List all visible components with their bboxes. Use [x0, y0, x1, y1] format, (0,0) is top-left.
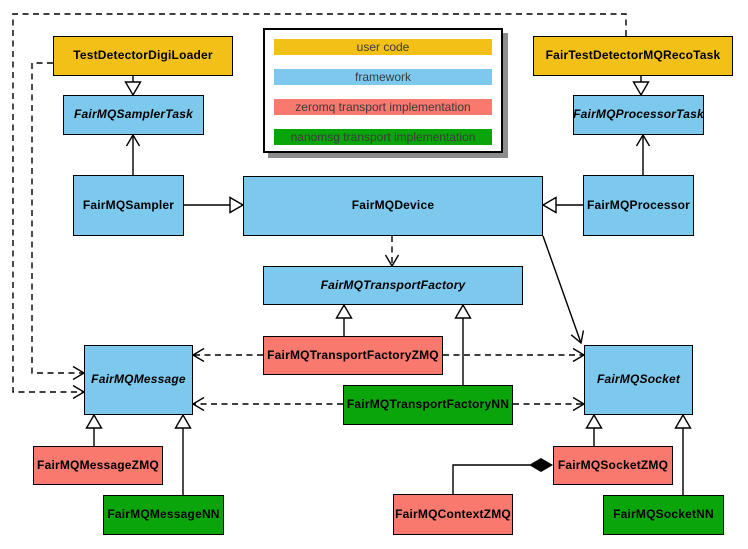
legend: user code framework zeromq transport imp…: [263, 28, 503, 153]
node-fairmqtransportfactory: FairMQTransportFactory: [263, 266, 523, 305]
node-fairmqmessagenn: FairMQMessageNN: [103, 495, 224, 535]
legend-label-zeromq: zeromq transport implementation: [295, 100, 471, 114]
node-fairmqsocket: FairMQSocket: [584, 345, 693, 415]
legend-item-framework: framework: [274, 69, 492, 85]
edge-recotask-message-dep: [12, 13, 627, 400]
node-fairmqtransportfactorynn: FairMQTransportFactoryNN: [343, 385, 513, 425]
legend-item-nanomsg: nanomsg transport implementation: [274, 129, 492, 145]
node-fairmqtransportfactoryzmq: FairMQTransportFactoryZMQ: [263, 336, 443, 375]
legend-item-zeromq: zeromq transport implementation: [274, 99, 492, 115]
node-fairmqmessagezmq: FairMQMessageZMQ: [33, 446, 163, 485]
node-fairmqprocessor: FairMQProcessor: [583, 175, 694, 236]
edge-contextzmq-socketzmq-composition: [452, 464, 530, 494]
node-fairmqprocessortask: FairMQProcessorTask: [573, 95, 704, 135]
legend-item-user-code: user code: [274, 39, 492, 55]
node-fairmqcontextzmq: FairMQContextZMQ: [393, 494, 513, 535]
node-fairmqsamplertask: FairMQSamplerTask: [63, 95, 204, 135]
node-fairtestdetectormqrecotask: FairTestDetectorMQRecoTask: [533, 36, 733, 76]
legend-label-framework: framework: [354, 70, 411, 84]
node-fairmqsocketnn: FairMQSocketNN: [603, 495, 724, 535]
legend-label-user-code: user code: [356, 40, 410, 54]
legend-label-nanomsg: nanomsg transport implementation: [290, 130, 476, 144]
composition-diamond-icon: [529, 458, 553, 472]
node-fairmqdevice: FairMQDevice: [243, 176, 543, 236]
node-fairmqmessage: FairMQMessage: [84, 345, 193, 415]
node-fairmqsampler: FairMQSampler: [73, 175, 184, 236]
node-fairmqsocketzmq: FairMQSocketZMQ: [553, 446, 673, 485]
edge-digiloader-message-dep: [31, 62, 86, 381]
node-testdetectordigiloader: TestDetectorDigiLoader: [53, 36, 233, 76]
edge-device-socket-assoc: [542, 235, 585, 345]
